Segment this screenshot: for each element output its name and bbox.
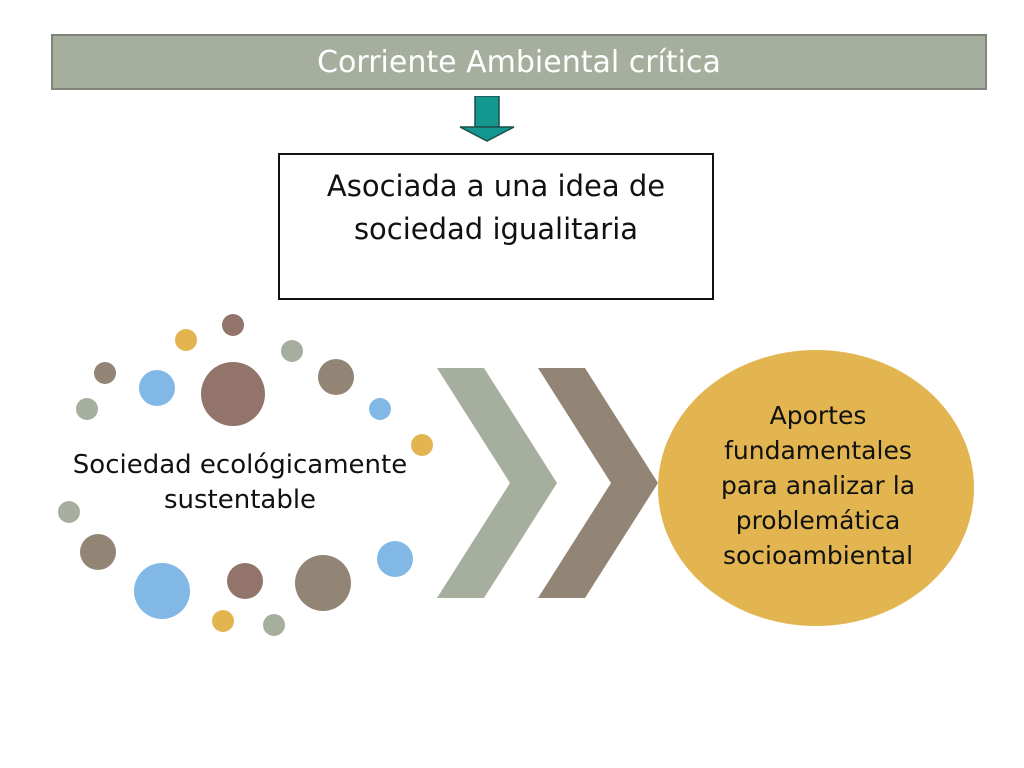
left-node-line-2: sustentable	[163, 485, 317, 515]
dot	[281, 340, 303, 362]
dot	[80, 534, 116, 570]
dot	[201, 362, 265, 426]
dot	[76, 398, 98, 420]
result-circle	[658, 350, 974, 626]
concept-box-line-2: sociedad igualitaria	[353, 212, 639, 246]
chevron-arrow-2	[538, 368, 658, 598]
right-node-label: Aportes fundamentales para analizar la p…	[660, 398, 976, 573]
dot	[212, 610, 234, 632]
page-title: Corriente Ambiental crítica	[317, 44, 721, 80]
dot	[295, 555, 351, 611]
dot	[94, 362, 116, 384]
dot	[227, 563, 263, 599]
dot	[139, 370, 175, 406]
right-node-line-1: Aportes	[769, 401, 867, 430]
concept-box: Asociada a una idea de sociedad igualita…	[278, 153, 714, 300]
dot	[175, 329, 197, 351]
right-node-line-3: para analizar la	[720, 471, 916, 500]
concept-box-line-1: Asociada a una idea de	[326, 169, 666, 203]
title-bar: Corriente Ambiental crítica	[51, 34, 987, 90]
dot	[318, 359, 354, 395]
left-node-label: Sociedad ecológicamente sustentable	[40, 448, 440, 518]
dot-ring	[58, 314, 433, 636]
right-node-line-4: problemática	[735, 506, 901, 535]
dot	[222, 314, 244, 336]
down-arrow-icon	[459, 96, 515, 142]
right-node-line-5: socioambiental	[722, 541, 914, 570]
dot	[58, 501, 80, 523]
dot	[134, 563, 190, 619]
dot	[263, 614, 285, 636]
dot	[369, 398, 391, 420]
left-node-line-1: Sociedad ecológicamente	[72, 450, 408, 480]
right-node-line-2: fundamentales	[724, 436, 912, 465]
dot	[411, 434, 433, 456]
dot	[377, 541, 413, 577]
chevron-arrow-1	[437, 368, 557, 598]
